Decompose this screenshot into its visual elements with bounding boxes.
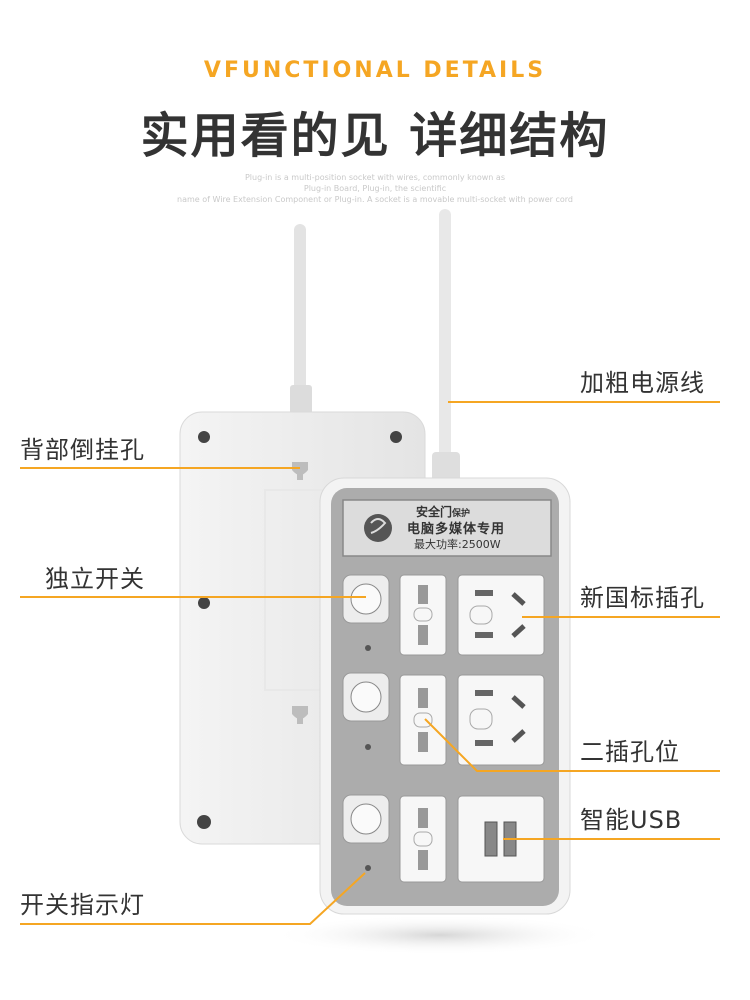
label-indicator: 开关指示灯 [20, 891, 145, 919]
description-line-1: Plug-in is a multi-position socket with … [244, 173, 505, 182]
label-socket-new: 新国标插孔 [580, 584, 705, 612]
switch-3 [342, 794, 390, 844]
indicator-3 [365, 865, 371, 871]
panel-text-line2: 电脑多媒体专用 [407, 522, 506, 537]
panel-text-line3: 最大功率:2500W [414, 538, 501, 551]
chinese-title: 实用看的见 详细结构 [140, 108, 610, 164]
description-line-2: Plug-in Board, Plug-in, the scientific [303, 184, 447, 193]
back-cable-sleeve [290, 385, 312, 415]
label-two-pin: 二插孔位 [580, 738, 680, 766]
indicator-2 [365, 744, 371, 750]
two-pin-socket-3 [399, 795, 447, 883]
panel-text-line1-small: 保护 [452, 509, 471, 519]
screw-hole-2 [390, 431, 402, 443]
floor-shadow [270, 915, 610, 955]
label-power-cord: 加粗电源线 [580, 369, 705, 397]
hang-hole-bottom [292, 706, 308, 719]
panel-text-line1: 安全门保护 [416, 505, 471, 519]
switch-1 [342, 574, 390, 624]
label-usb: 智能USB [580, 806, 683, 834]
two-pin-socket-1 [399, 574, 447, 656]
label-hang-hole: 背部倒挂孔 [20, 436, 145, 464]
two-pin-socket-2 [399, 674, 447, 766]
switch-2 [342, 672, 390, 722]
five-hole-socket-2 [457, 674, 545, 766]
label-switch: 独立开关 [45, 565, 145, 593]
brand-logo [364, 514, 392, 542]
callout-lines [20, 401, 720, 925]
five-hole-socket-1 [457, 574, 545, 656]
indicator-1 [365, 645, 371, 651]
line-indicator [20, 872, 366, 925]
screw-hole-3 [198, 597, 210, 609]
description-line-3: name of Wire Extension Component or Plug… [177, 195, 573, 204]
screw-hole-1 [198, 431, 210, 443]
front-cable-sleeve [432, 452, 460, 482]
line-two-pin [424, 718, 720, 772]
english-title: VFUNCTIONAL DETAILS [203, 58, 547, 83]
screw-hole-4 [197, 815, 211, 829]
